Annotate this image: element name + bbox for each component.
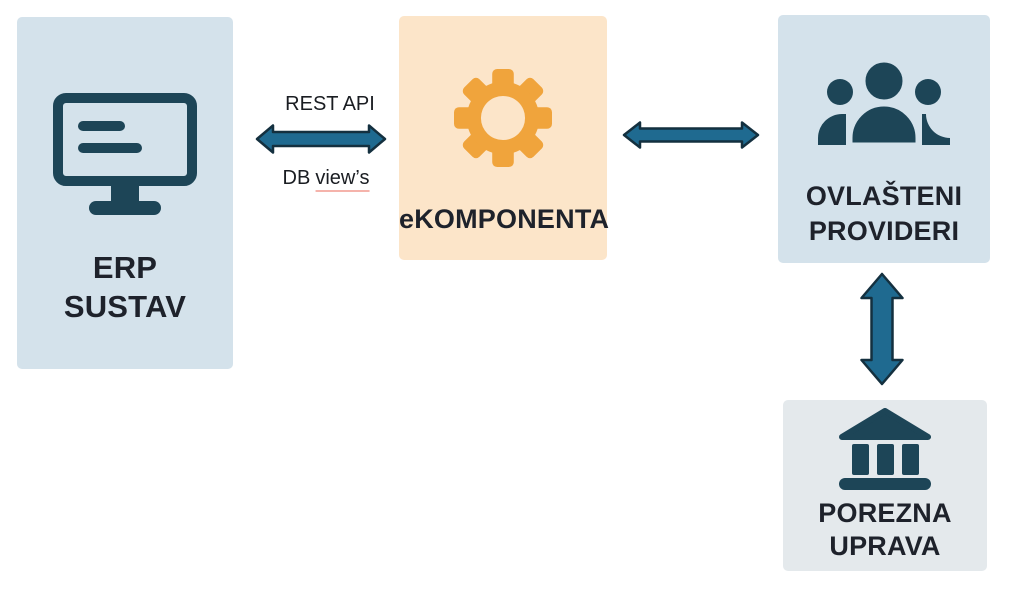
provideri-node: OVLAŠTENI PROVIDERI [778, 15, 990, 263]
arrow-ekomponenta-provideri [622, 121, 760, 149]
ekomponenta-label: eKOMPONENTA [399, 204, 610, 234]
rest-api-label: REST API [285, 93, 375, 115]
ekomponenta-node: eKOMPONENTA [399, 16, 610, 260]
db-views-label-prefix: DB [282, 167, 311, 189]
monitor-icon [53, 93, 197, 215]
porezna-node: POREZNA UPRAVA [783, 400, 987, 571]
arrow-erp-ekomponenta [255, 124, 387, 154]
erp-label: ERP SUSTAV [63, 250, 187, 324]
bank-icon [839, 408, 931, 490]
db-views-label-word: view’s [315, 167, 370, 192]
erp-node: ERP SUSTAV [17, 17, 233, 369]
porezna-label: POREZNA UPRAVA [818, 498, 952, 561]
gear-icon [454, 69, 552, 167]
people-icon [818, 60, 950, 147]
arrow-provideri-porezna [860, 272, 904, 386]
provideri-label: OVLAŠTENI PROVIDERI [805, 181, 963, 246]
